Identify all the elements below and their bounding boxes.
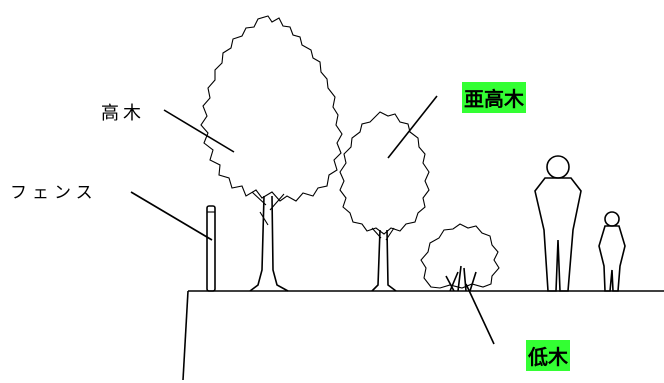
tall-tree xyxy=(200,15,343,292)
fence-label: フェンス xyxy=(10,183,98,203)
shrub-leader xyxy=(465,283,495,345)
sub-tall-tree xyxy=(339,111,430,292)
shrub-label: 低木 xyxy=(526,340,570,371)
ground-section-edge xyxy=(182,290,189,381)
sub-tall-tree-leader xyxy=(387,95,438,159)
tall-tree-label: 高木 xyxy=(101,103,145,124)
child-figure xyxy=(598,211,626,292)
fence-leader xyxy=(130,191,213,241)
adult-figure xyxy=(534,155,582,292)
fence-post xyxy=(206,205,216,292)
shrub xyxy=(420,223,500,292)
tall-tree-leader xyxy=(163,109,235,153)
sub-tall-tree-label: 亜高木 xyxy=(462,82,526,113)
